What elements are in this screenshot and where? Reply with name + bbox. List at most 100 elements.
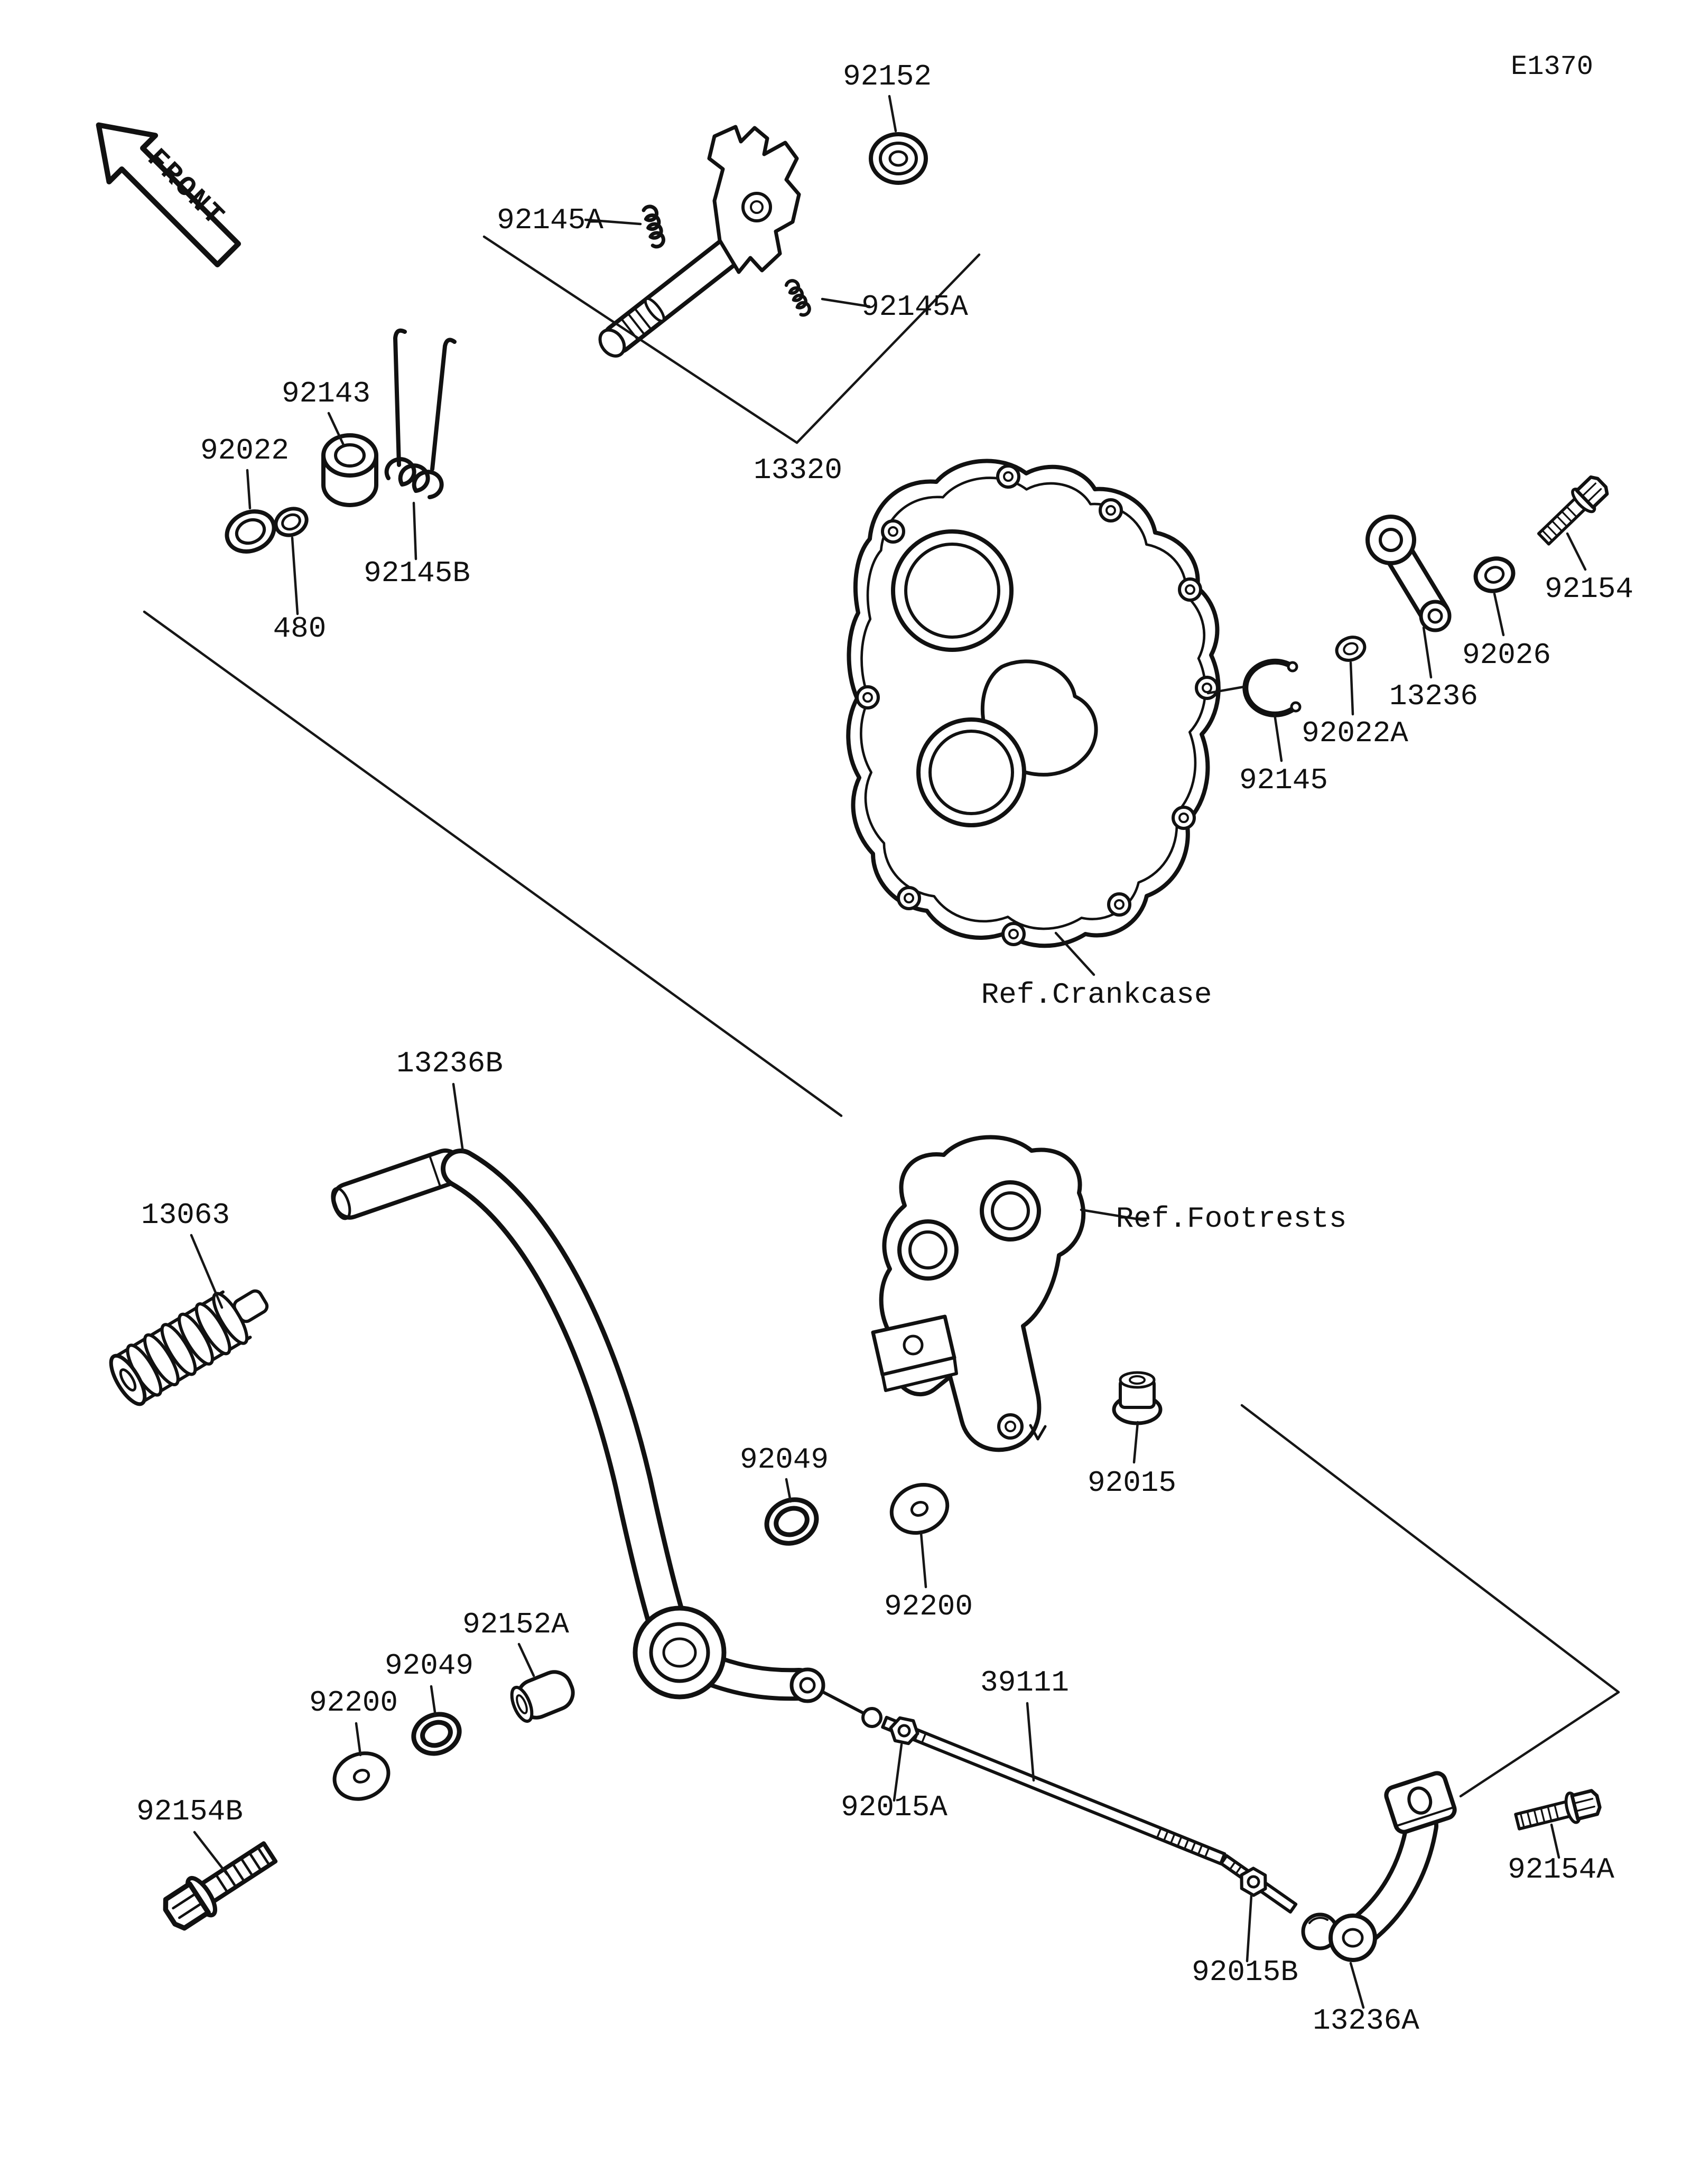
pedal-pivot-bore-inner [662,1637,697,1668]
part-label-92022A: 92022A [1302,716,1408,750]
part-label-13236B: 13236B [396,1047,503,1080]
leader-line [1273,713,1283,762]
washer-hole [352,1769,370,1784]
pin-step [429,1155,441,1188]
washer-outer [225,509,276,554]
part-label-92152A: 92152A [462,1608,569,1641]
part-label-92015: 92015 [1088,1466,1176,1500]
leader-line [893,1743,903,1802]
bolt-hole-inner [1008,929,1019,939]
lever-clevis [1384,1771,1457,1834]
part-label-39111: 39111 [980,1666,1069,1700]
pawl-spring-2 [784,279,811,317]
page-code: E1370 [1511,51,1593,82]
leader-line [452,1082,464,1153]
washer-480 [274,507,309,537]
collar-92152A [510,1670,575,1723]
leader-line [1422,626,1433,679]
part-label-92015B: 92015B [1192,1955,1298,1989]
part-label-92200: 92200 [884,1590,973,1623]
part-label-92154B: 92154B [136,1795,243,1828]
bracket-lower-hole [997,1413,1024,1440]
bushing-top [321,433,378,478]
ball-highlight [1308,1917,1328,1924]
washer-outer [889,1482,950,1535]
spline-detail [634,307,653,331]
cover-bearing-opening [891,529,1014,652]
leader-line [1132,1421,1139,1464]
rod-thread [1163,1830,1169,1842]
clevis-hole [903,1334,924,1356]
shaft-collar [644,297,665,323]
plate-hole-inner [750,200,764,214]
bolt-hole [1099,498,1123,522]
part-label-92145B: 92145B [364,556,470,590]
ref-label-footrests: Ref.Footrests [1116,1202,1347,1236]
leader-line [1206,685,1246,695]
washer-outer [1473,556,1516,593]
pedal-rubber-13063 [109,1289,269,1406]
pedal-clevis-eye [789,1667,825,1703]
nut-hole [1129,1375,1146,1385]
leader-line [785,1478,792,1503]
pedal-clevis-hole [799,1677,816,1694]
bolt-hole [881,519,905,544]
clevis-slot [1396,1806,1454,1827]
washer-hole [281,513,301,531]
bolt-hole-inner [1185,584,1195,595]
washer-hole [1484,566,1505,584]
pawl-spring-1 [642,204,665,249]
circlip-92145 [1242,658,1302,717]
pointer-arrow [1029,1424,1047,1441]
leader-line [821,297,871,308]
leader-line [193,1831,229,1876]
leader-line [291,536,299,615]
pedal-pivot-hardware [159,1670,575,1935]
cover-bearing-opening-inner [928,730,1014,815]
washer-outer [274,507,309,537]
rod-end-eye [861,1707,882,1728]
spring-leg [430,338,457,471]
rubber-stub [233,1289,269,1323]
washer-92200-lower [332,1751,391,1801]
seal-92049-upper [764,1497,819,1546]
leader-line [1054,931,1095,976]
cover-bearing-opening-inner [904,543,1000,639]
part-label-13236A: 13236A [1313,2004,1419,2038]
leader-line [327,412,345,446]
assembly-reference-line [1240,1404,1620,1798]
bolt-hole-inner [1003,471,1014,482]
leader-line [517,1642,535,1677]
crankcase-cover-group [848,461,1612,946]
washer-92022A [1335,636,1367,662]
bolt-hole [1172,806,1196,830]
pedal-pivot-bore [649,1622,710,1683]
front-direction-marker: FRONT [96,122,241,268]
bushing-bore [334,443,366,468]
shift-lever-13236A [1301,1771,1457,1962]
clevis-hole [1407,1786,1433,1815]
tie-rod-linkage-group [881,1716,1602,1962]
bolt-hole-inner [1105,505,1116,516]
plate-hole [741,192,772,222]
shaft-grommet-92152 [869,132,928,185]
shift-arm-13236 [1365,515,1452,632]
cover-bolt-holes [856,464,1219,946]
washer-92022 [225,509,276,554]
leader-line [1566,532,1587,571]
bolt-hole-inner [1178,813,1189,823]
bushing-92143 [321,433,378,507]
seal-inner [420,1720,453,1748]
bolt-hole [1107,892,1131,917]
part-label-92145A: 92145A [497,203,603,237]
pedal-pivot-boss [633,1606,727,1700]
part-label-92026: 92026 [1462,638,1551,672]
return-spring-92145B [384,328,457,499]
part-label-92022: 92022 [200,434,289,468]
bracket-clevis-side [881,1356,958,1392]
leader-line [584,218,642,226]
bolt-hole [1195,676,1219,700]
footrest-bracket-group [871,1135,1163,1452]
arm-eye-small-hole [1427,608,1443,624]
